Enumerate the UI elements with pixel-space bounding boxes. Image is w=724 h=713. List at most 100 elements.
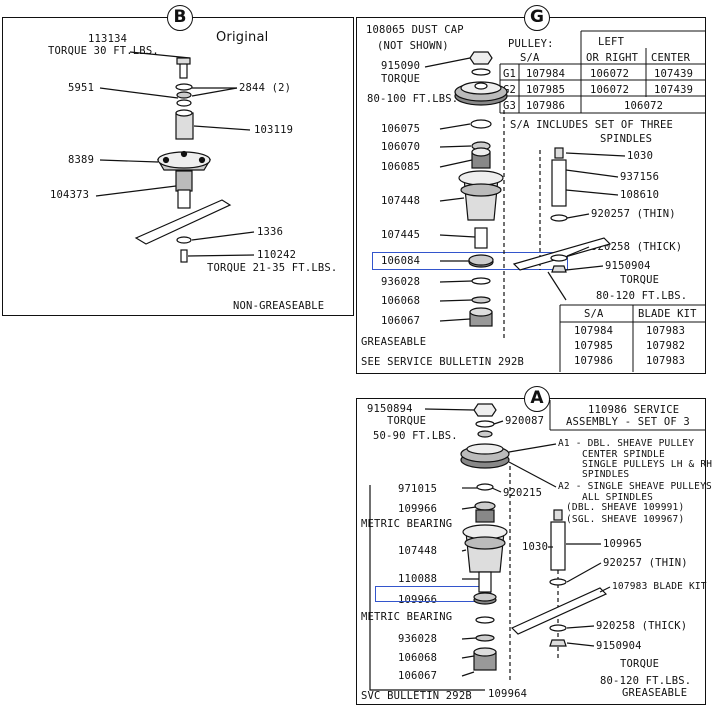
service-assembly-title: 110986 SERVICE xyxy=(588,404,680,416)
part-920257-a: 920257 (THIN) xyxy=(603,557,688,569)
part-920215: 920215 xyxy=(503,487,543,499)
a1-note-line3: SINGLE PULLEYS LH & RH xyxy=(582,459,713,470)
sa-note-line2: SPINDLES xyxy=(600,133,653,145)
part-9150894: 9150894 xyxy=(367,403,413,415)
panel-g-badge: G xyxy=(524,5,550,31)
part-107448-a: 107448 xyxy=(398,545,438,557)
pulley-left-header: LEFT xyxy=(598,36,625,48)
pulley-row-g2-lr: 106072 xyxy=(590,84,630,96)
part-915090: 915090 xyxy=(381,60,421,72)
sa-note-line1: S/A INCLUDES SET OF THREE xyxy=(510,119,674,131)
blade-row2-kit: 107982 xyxy=(646,340,686,352)
part-936028-a: 936028 xyxy=(398,633,438,645)
part-106084: 106084 xyxy=(381,255,421,267)
pulley-center-header: CENTER xyxy=(651,52,691,64)
part-106067: 106067 xyxy=(381,315,421,327)
not-shown-label: (NOT SHOWN) xyxy=(377,40,449,52)
pulley-row-g3-sa: 107986 xyxy=(526,100,566,112)
part-104373: 104373 xyxy=(50,189,90,201)
part-106085: 106085 xyxy=(381,161,421,173)
svc-bulletin-292b: SVC BULLETIN 292B xyxy=(361,690,472,702)
part-106075: 106075 xyxy=(381,123,421,135)
part-108610: 108610 xyxy=(620,189,660,201)
pulley-label: PULLEY: xyxy=(508,38,554,50)
part-9150904-g: 9150904 xyxy=(605,260,651,272)
torque-21-35: TORQUE 21-35 FT.LBS. xyxy=(207,262,338,274)
part-106070: 106070 xyxy=(381,141,421,153)
torque-80-120-a: 80-120 FT.LBS. xyxy=(600,675,692,687)
a2-note-line1: A2 - SINGLE SHEAVE PULLEYS xyxy=(558,481,712,492)
part-920257-g: 920257 (THIN) xyxy=(591,208,676,220)
pulley-sa-header: S/A xyxy=(520,52,540,64)
a1-note-line1: A1 - DBL. SHEAVE PULLEY xyxy=(558,438,695,449)
panel-b-badge: B xyxy=(167,5,193,31)
pulley-row-g1-lr: 106072 xyxy=(590,68,630,80)
part-8389: 8389 xyxy=(68,154,95,166)
part-103119: 103119 xyxy=(254,124,294,136)
pulley-row-g2-sa: 107985 xyxy=(526,84,566,96)
a1-note-line2: CENTER SPINDLE xyxy=(582,449,665,460)
blade-row1-kit: 107983 xyxy=(646,325,686,337)
part-107445: 107445 xyxy=(381,229,421,241)
blade-table-kit-header: BLADE KIT xyxy=(638,308,697,320)
sgl-sheave-note: (SGL. SHEAVE 109967) xyxy=(566,514,685,525)
part-106068-a: 106068 xyxy=(398,652,438,664)
torque-label-a: TORQUE xyxy=(387,415,427,427)
non-greaseable-note: NON-GREASEABLE xyxy=(233,300,325,312)
panel-a-badge: A xyxy=(524,386,550,412)
part-920258-g: 920258 (THICK) xyxy=(591,241,683,253)
part-106068: 106068 xyxy=(381,295,421,307)
torque-label-a2: TORQUE xyxy=(620,658,660,670)
torque-30: TORQUE 30 FT.LBS. xyxy=(48,45,159,57)
a2-note-line2: ALL SPINDLES xyxy=(582,492,654,503)
part-971015: 971015 xyxy=(398,483,438,495)
service-assembly-set: ASSEMBLY - SET OF 3 xyxy=(566,416,690,428)
original-tag: Original xyxy=(216,30,269,45)
metric-bearing-top: METRIC BEARING xyxy=(361,518,453,530)
blade-row2-sa: 107985 xyxy=(574,340,614,352)
dust-cap-label: 108065 DUST CAP xyxy=(366,24,464,36)
part-109966: 109966 xyxy=(398,503,438,515)
part-9150904-a: 9150904 xyxy=(596,640,642,652)
highlight-109966-row xyxy=(375,586,491,602)
service-bulletin-292b: SEE SERVICE BULLETIN 292B xyxy=(361,356,525,368)
part-937156: 937156 xyxy=(620,171,660,183)
part-1030-g: 1030 xyxy=(627,150,654,162)
pulley-row-g1-code: G1 xyxy=(503,68,517,80)
pulley-row-g3-merged: 106072 xyxy=(624,100,664,112)
pulley-row-g2-code: G2 xyxy=(503,84,517,96)
part-5951: 5951 xyxy=(68,82,95,94)
a1-note-line4: SPINDLES xyxy=(582,469,630,480)
part-1336: 1336 xyxy=(257,226,284,238)
torque-label: TORQUE xyxy=(381,73,421,85)
torque-80-120-g: 80-120 FT.LBS. xyxy=(596,290,688,302)
greaseable-label-a: GREASEABLE xyxy=(622,687,688,699)
part-109964: 109964 xyxy=(488,688,528,700)
pulley-row-g3-code: G3 xyxy=(503,100,517,112)
dbl-sheave-note: (DBL. SHEAVE 109991) xyxy=(566,502,685,513)
pulley-row-g1-sa: 107984 xyxy=(526,68,566,80)
pulley-row-g2-center: 107439 xyxy=(654,84,694,96)
blade-row3-kit: 107983 xyxy=(646,355,686,367)
metric-bearing-bottom: METRIC BEARING xyxy=(361,611,453,623)
greaseable-label: GREASEABLE xyxy=(361,336,427,348)
part-2844: 2844 (2) xyxy=(239,82,292,94)
part-113134: 113134 xyxy=(88,33,128,45)
torque-50-90: 50-90 FT.LBS. xyxy=(373,430,458,442)
torque-80-100: 80-100 FT.LBS. xyxy=(367,93,459,105)
part-1030-a: 1030 xyxy=(522,541,549,553)
blade-row3-sa: 107986 xyxy=(574,355,614,367)
part-920258-a: 920258 (THICK) xyxy=(596,620,688,632)
part-106067-a: 106067 xyxy=(398,670,438,682)
highlight-106084-row xyxy=(372,252,568,270)
part-109965: 109965 xyxy=(603,538,643,550)
blade-row1-sa: 107984 xyxy=(574,325,614,337)
blade-table-sa-header: S/A xyxy=(584,308,604,320)
part-107983-blade-kit: 107983 BLADE KIT xyxy=(612,581,707,592)
torque-label-g2: TORQUE xyxy=(620,274,660,286)
part-110088: 110088 xyxy=(398,573,438,585)
pulley-or-right-header: OR RIGHT xyxy=(586,52,639,64)
pulley-row-g1-center: 107439 xyxy=(654,68,694,80)
part-936028: 936028 xyxy=(381,276,421,288)
part-110242: 110242 xyxy=(257,249,297,261)
